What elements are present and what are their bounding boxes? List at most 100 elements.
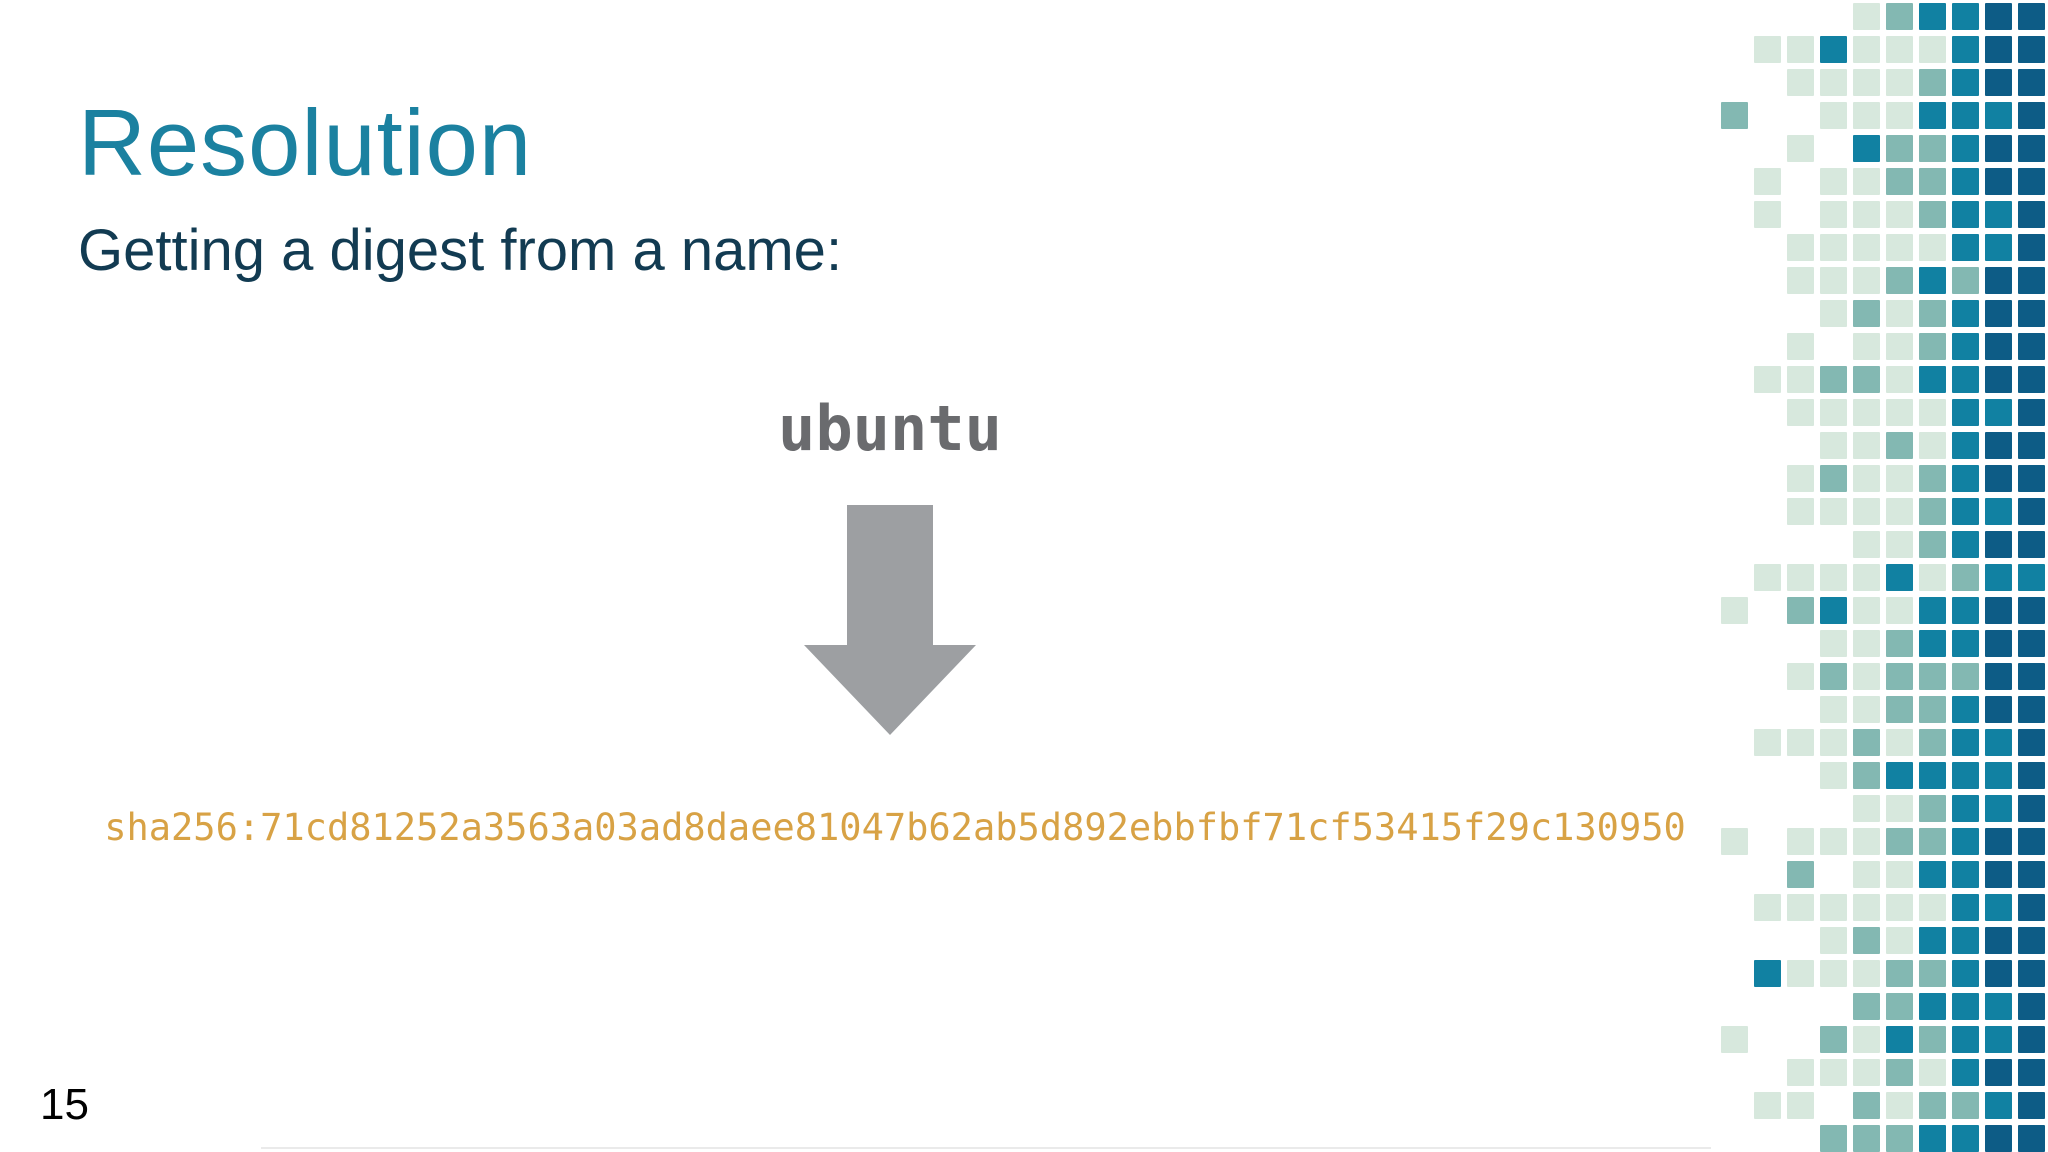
mosaic-square [1754, 234, 1781, 261]
mosaic-square [1820, 399, 1847, 426]
mosaic-square [1853, 465, 1880, 492]
mosaic-square [1985, 960, 2012, 987]
mosaic-square [1721, 861, 1748, 888]
mosaic-square [1787, 993, 1814, 1020]
mosaic-square [1985, 1125, 2012, 1152]
mosaic-square [1985, 663, 2012, 690]
mosaic-square [1853, 1092, 1880, 1119]
mosaic-square [1754, 1092, 1781, 1119]
mosaic-square [2018, 135, 2045, 162]
mosaic-square [1754, 69, 1781, 96]
mosaic-square [1721, 564, 1748, 591]
mosaic-square [1853, 36, 1880, 63]
mosaic-square [1952, 762, 1979, 789]
mosaic-square [1853, 69, 1880, 96]
mosaic-square [1820, 960, 1847, 987]
mosaic-square [2018, 993, 2045, 1020]
mosaic-square [1754, 993, 1781, 1020]
mosaic-square [1721, 333, 1748, 360]
mosaic-square [1985, 828, 2012, 855]
mosaic-square [1886, 762, 1913, 789]
mosaic-square [1919, 432, 1946, 459]
mosaic-square [1754, 729, 1781, 756]
mosaic-square [2018, 960, 2045, 987]
mosaic-square [2018, 366, 2045, 393]
mosaic-square [1985, 3, 2012, 30]
mosaic-square [1985, 366, 2012, 393]
mosaic-square [1721, 1059, 1748, 1086]
mosaic-square [1820, 1059, 1847, 1086]
mosaic-square [2018, 36, 2045, 63]
mosaic-square [1754, 432, 1781, 459]
mosaic-square [2018, 168, 2045, 195]
mosaic-square [1820, 498, 1847, 525]
mosaic-square [1721, 696, 1748, 723]
mosaic-square [1886, 531, 1913, 558]
mosaic-square [1754, 102, 1781, 129]
mosaic-square [1853, 828, 1880, 855]
mosaic-square [1787, 69, 1814, 96]
mosaic-square [1919, 828, 1946, 855]
mosaic-square [1853, 696, 1880, 723]
mosaic-square [1886, 69, 1913, 96]
mosaic-square [1985, 1059, 2012, 1086]
mosaic-square [1721, 1092, 1748, 1119]
mosaic-square [1754, 795, 1781, 822]
mosaic-square [1853, 102, 1880, 129]
mosaic-square [1853, 432, 1880, 459]
mosaic-square [1886, 1026, 1913, 1053]
mosaic-square [1985, 102, 2012, 129]
mosaic-square [1952, 267, 1979, 294]
mosaic-square [1787, 333, 1814, 360]
mosaic-square [1919, 135, 1946, 162]
mosaic-square [1787, 1059, 1814, 1086]
mosaic-square [1985, 399, 2012, 426]
mosaic-square [1754, 630, 1781, 657]
mosaic-square [2018, 795, 2045, 822]
mosaic-square [1754, 663, 1781, 690]
mosaic-square [1985, 795, 2012, 822]
digest-value: sha256:71cd81252a3563a03ad8daee81047b62a… [104, 806, 1686, 849]
mosaic-square [1754, 960, 1781, 987]
mosaic-square [1919, 630, 1946, 657]
mosaic-square [1820, 1125, 1847, 1152]
mosaic-square [2018, 531, 2045, 558]
mosaic-square [1919, 234, 1946, 261]
mosaic-square [1820, 333, 1847, 360]
mosaic-square [1886, 333, 1913, 360]
mosaic-square [1787, 861, 1814, 888]
mosaic-square [1820, 597, 1847, 624]
mosaic-square [1952, 300, 1979, 327]
mosaic-square [1787, 498, 1814, 525]
mosaic-square [1985, 696, 2012, 723]
mosaic-square [1787, 1026, 1814, 1053]
mosaic-square [1754, 762, 1781, 789]
mosaic-square [1721, 465, 1748, 492]
mosaic-square [1787, 1125, 1814, 1152]
mosaic-square [1952, 168, 1979, 195]
mosaic-square [1787, 3, 1814, 30]
mosaic-square [1919, 531, 1946, 558]
mosaic-square [1853, 135, 1880, 162]
mosaic-square [1787, 795, 1814, 822]
mosaic-square [1820, 366, 1847, 393]
mosaic-square [1886, 597, 1913, 624]
mosaic-square [1853, 300, 1880, 327]
mosaic-square [1919, 762, 1946, 789]
mosaic-square [2018, 399, 2045, 426]
mosaic-square [2018, 267, 2045, 294]
mosaic-square [1787, 663, 1814, 690]
mosaic-square [1853, 168, 1880, 195]
mosaic-square [1787, 168, 1814, 195]
mosaic-square [1919, 795, 1946, 822]
mosaic-square [1820, 993, 1847, 1020]
mosaic-square [1886, 828, 1913, 855]
mosaic-square [1721, 3, 1748, 30]
mosaic-square [1853, 1059, 1880, 1086]
mosaic-square [1754, 3, 1781, 30]
mosaic-square [1787, 234, 1814, 261]
mosaic-square [1787, 960, 1814, 987]
mosaic-square [1721, 729, 1748, 756]
mosaic-square [1721, 36, 1748, 63]
mosaic-square [1754, 135, 1781, 162]
